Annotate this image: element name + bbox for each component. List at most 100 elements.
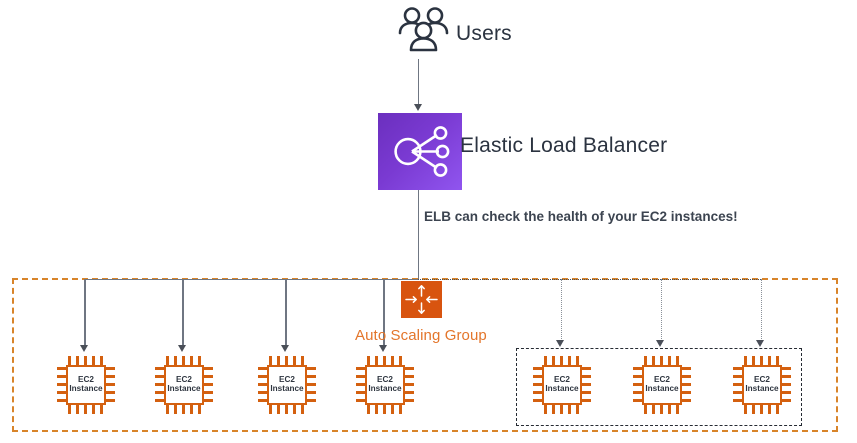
chip-pin (582, 391, 591, 395)
users-label: Users (456, 22, 512, 45)
chip-pin (204, 367, 213, 371)
chip-pin (733, 399, 742, 403)
chip-pin (182, 356, 186, 365)
ec2-label-line2: Instance (545, 384, 579, 393)
chip-pin (405, 391, 414, 395)
chip-pin (204, 383, 213, 387)
chip-pin (668, 405, 672, 414)
chip-pin (204, 391, 213, 395)
chip-pin (633, 399, 642, 403)
ec2-label-line1: EC2 (377, 375, 393, 385)
chip-pin (733, 367, 742, 371)
chip-pin (155, 391, 164, 395)
chip-pin (155, 383, 164, 387)
chip-pin (258, 375, 267, 379)
chip-pin (92, 405, 96, 414)
chip-pin (57, 367, 66, 371)
chip-pin (301, 356, 305, 365)
chip-pin (356, 367, 365, 371)
chip-pin (676, 405, 680, 414)
chip-pin (733, 383, 742, 387)
chip-pin (552, 405, 556, 414)
arrow-ec2-3 (281, 345, 290, 352)
chip-pin (204, 399, 213, 403)
chip-pin (633, 383, 642, 387)
chip-pin (356, 399, 365, 403)
chip-pin (682, 375, 691, 379)
chip-pin (166, 356, 170, 365)
chip-pin (258, 391, 267, 395)
auto-scaling-group-label: Auto Scaling Group (355, 327, 487, 344)
chip-pin (100, 405, 104, 414)
chip-pin (776, 356, 780, 365)
chip-pin (307, 375, 316, 379)
chip-pin (106, 399, 115, 403)
chip-pin (668, 356, 672, 365)
chip-pin (76, 356, 80, 365)
elastic-load-balancer-label: Elastic Load Balancer (460, 134, 668, 157)
chip-pin (633, 391, 642, 395)
chip-pin (57, 391, 66, 395)
chip-pin (391, 405, 395, 414)
connector-users-to-elb (417, 59, 420, 105)
chip-pin (76, 405, 80, 414)
arrow-ec2-5 (556, 340, 565, 347)
chip-pin (733, 391, 742, 395)
chip-pin (375, 356, 379, 365)
chip-pin (285, 356, 289, 365)
chip-pin (84, 405, 88, 414)
chip-pin (356, 383, 365, 387)
chip-pin (277, 356, 281, 365)
ec2-label-line2: Instance (745, 384, 779, 393)
chip-pin (307, 383, 316, 387)
chip-pin (399, 405, 403, 414)
chip-pin (269, 356, 273, 365)
chip-pin (106, 367, 115, 371)
chip-pin (100, 356, 104, 365)
chip-pin (68, 356, 72, 365)
connector-drop-ec2-7 (760, 279, 762, 341)
chip-pin (57, 399, 66, 403)
chip-pin (660, 405, 664, 414)
chip-pin (544, 356, 548, 365)
chip-pin (367, 405, 371, 414)
chip-pin (356, 391, 365, 395)
chip-pin (258, 367, 267, 371)
chip-pin (576, 405, 580, 414)
chip-pin (155, 375, 164, 379)
chip-pin (307, 399, 316, 403)
chip-pin (405, 367, 414, 371)
ec2-label-line1: EC2 (279, 375, 295, 385)
arrow-ec2-7 (756, 340, 765, 347)
chip-pin (776, 405, 780, 414)
chip-pin (760, 405, 764, 414)
chip-pin (84, 356, 88, 365)
chip-pin (198, 405, 202, 414)
chip-pin (744, 356, 748, 365)
auto-scaling-group-icon (401, 281, 442, 318)
chip-pin (190, 356, 194, 365)
arrow-users-to-elb (413, 104, 422, 111)
connector-bus-left (84, 279, 419, 281)
chip-pin (560, 405, 564, 414)
chip-pin (782, 399, 791, 403)
chip-pin (752, 356, 756, 365)
ec2-label-line1: EC2 (78, 375, 94, 385)
chip-pin (752, 405, 756, 414)
chip-pin (682, 367, 691, 371)
users-group-icon (396, 6, 452, 58)
chip-pin (383, 356, 387, 365)
chip-pin (293, 405, 297, 414)
chip-pin (533, 383, 542, 387)
chip-pin (405, 383, 414, 387)
chip-pin (293, 356, 297, 365)
